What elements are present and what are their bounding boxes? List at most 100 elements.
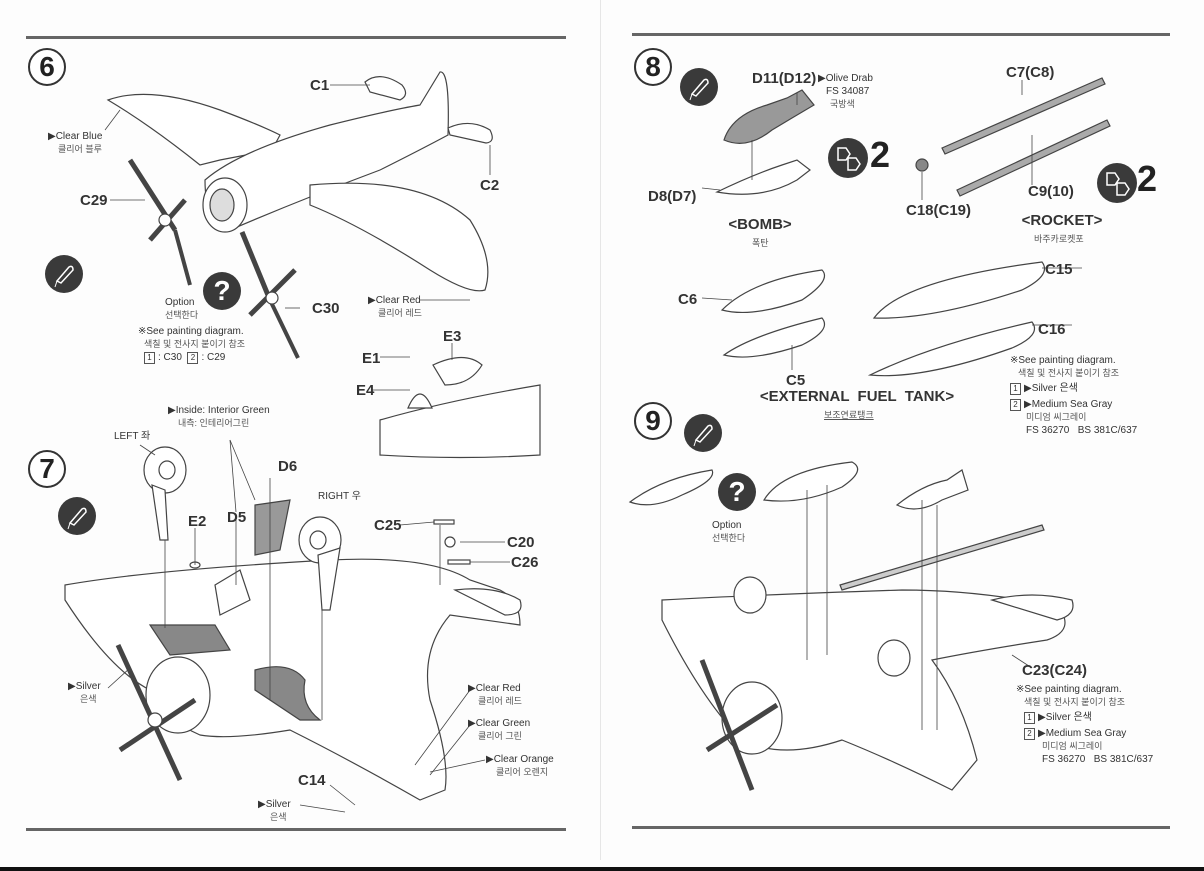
rocket-rail-c7-drawing xyxy=(941,77,1106,155)
part-label-c30: C30 xyxy=(312,300,340,317)
part-label-c1: C1 xyxy=(310,77,330,94)
fuel-tank-c6-drawing xyxy=(720,269,826,314)
part-label-c25: C25 xyxy=(374,517,402,534)
left-page: 6 ? C1 C2 C29 C30 E1 E3 E4 ▶Clear Blue 클… xyxy=(0,0,600,871)
part-label-c26: C26 xyxy=(511,554,539,571)
paint-brush-icon xyxy=(58,497,96,535)
silver-label-kr: 은색 xyxy=(80,694,97,704)
bottom-rule xyxy=(26,828,566,831)
clear-red-label-kr-2: 클리어 레드 xyxy=(478,696,522,706)
propeller-drawing xyxy=(115,643,197,782)
rocket-rail-c9-drawing xyxy=(956,119,1111,197)
option-label-kr: 선택한다 xyxy=(712,533,746,543)
silver-label-kr-2: 은색 xyxy=(270,812,287,822)
lower-wing-drawing xyxy=(309,182,489,292)
option-2-label-kr: 미디엄 씨그레이 xyxy=(1042,741,1103,751)
paint-brush-icon xyxy=(680,68,718,106)
right-page: 8 D11(D12) ▶Olive Drab FS 34087 국방색 D8(D… xyxy=(602,0,1204,871)
step-8-number: 8 xyxy=(634,48,672,86)
rocket-rail-drawing xyxy=(839,524,1045,591)
see-painting-label-kr: 색칠 및 전사지 붙이기 참조 xyxy=(1024,697,1126,707)
part-label-c16: C16 xyxy=(1038,321,1066,338)
upper-wing-drawing xyxy=(106,93,281,166)
part-label-c15: C15 xyxy=(1045,261,1073,278)
airframe-underside-drawing xyxy=(661,589,1066,791)
wheel-drawing xyxy=(733,576,767,614)
option-2-box: 2 xyxy=(1024,728,1035,740)
left-label: LEFT 좌 xyxy=(114,431,151,442)
option-2-fs: FS 36270 BS 381C/637 xyxy=(1042,754,1154,765)
olive-drab-note: ▶Olive Drab FS 34087 국방색 xyxy=(818,72,873,111)
color-option-1: 1▶Silver 은색 xyxy=(1016,711,1153,724)
right-label: RIGHT 우 xyxy=(318,491,361,502)
left-strut-drawing xyxy=(151,484,169,541)
choice-2-box: 2 xyxy=(187,352,199,364)
option-2-label: ▶Medium Sea Gray xyxy=(1024,399,1113,410)
olive-drab-label: ▶Olive Drab xyxy=(818,73,873,84)
silver-label: ▶Silver xyxy=(68,681,101,692)
engine-cowling-drawing xyxy=(145,656,211,734)
bomb-quantity: 2 xyxy=(870,134,891,175)
part-label-e4: E4 xyxy=(356,382,375,399)
option-question-icon: ? xyxy=(718,473,756,511)
part-label-c18-c19: C18(C19) xyxy=(906,202,972,219)
part-label-c7-c8: C7(C8) xyxy=(1006,64,1055,81)
see-painting-label: ※See painting diagram. xyxy=(1016,684,1122,695)
paint-brush-icon xyxy=(684,414,722,452)
clear-red-label: ▶Clear Red xyxy=(368,295,421,306)
d6-door-drawing xyxy=(254,499,291,556)
choice-1-label: : C30 xyxy=(158,352,182,363)
option-choices: 1: C30 2: C29 xyxy=(138,351,245,364)
see-painting-label: ※See painting diagram. xyxy=(1010,355,1116,366)
page-spine xyxy=(600,0,601,860)
silver-note: ▶Silver 은색 xyxy=(68,680,101,706)
step-9-number: 9 xyxy=(634,402,672,440)
olive-drab-kr: 국방색 xyxy=(830,99,855,109)
clear-blue-note: ▶Clear Blue 클리어 블루 xyxy=(48,130,102,156)
e3-canopy-drawing xyxy=(432,356,483,386)
silver-note-2: ▶Silver 은색 xyxy=(258,798,291,824)
option-label: Option xyxy=(165,297,195,308)
wheel-drawing-2 xyxy=(877,639,911,677)
clear-green-label: ▶Clear Green xyxy=(468,718,531,729)
option-label: Option xyxy=(712,520,742,531)
interior-green-note: ▶Inside: Interior Green 내측: 인테리어그린 xyxy=(168,404,270,430)
see-painting-label-kr: 색칠 및 전사지 붙이기 참조 xyxy=(1018,368,1120,378)
fuselage-detail-drawing xyxy=(379,384,541,459)
clear-blue-label: ▶Clear Blue xyxy=(48,131,103,142)
propeller-drawing xyxy=(699,659,779,791)
part-label-c20: C20 xyxy=(507,534,535,551)
see-painting-label-kr: 색칠 및 전사지 붙이기 참조 xyxy=(144,339,246,349)
bomb-heading: <BOMB> xyxy=(728,216,792,233)
fuel-tank-c16-drawing xyxy=(867,321,1036,377)
bomb-drawing xyxy=(895,469,969,510)
clear-red-note-2: ▶Clear Red 클리어 레드 xyxy=(468,682,522,708)
option-2-label: ▶Medium Sea Gray xyxy=(1038,728,1127,739)
color-option-2: 2▶Medium Sea Gray xyxy=(1010,398,1137,411)
rocket-quantity: 2 xyxy=(1137,158,1158,199)
part-label-e3: E3 xyxy=(443,328,462,345)
fuel-tank-heading: <EXTERNAL FUEL TANK> xyxy=(759,388,955,405)
make-two-icon xyxy=(1097,163,1137,203)
step-6-number: 6 xyxy=(28,48,66,86)
option-1-box: 1 xyxy=(1024,712,1035,724)
part-label-e1: E1 xyxy=(362,350,381,367)
scan-edge xyxy=(0,867,1204,871)
interior-green-label: ▶Inside: Interior Green xyxy=(168,405,270,416)
e4-windscreen-drawing xyxy=(407,393,433,409)
step9-option-note: Option 선택한다 xyxy=(712,519,745,545)
tank-half-drawing xyxy=(628,469,714,506)
choice-1-box: 1 xyxy=(144,352,155,364)
c26-drawing xyxy=(447,559,471,565)
step8-painting-note: ※See painting diagram. 색칠 및 전사지 붙이기 참조 1… xyxy=(1010,354,1137,437)
choice-2-label: : C29 xyxy=(201,352,226,363)
see-painting-note: ※See painting diagram. 색칠 및 전사지 붙이기 참조 1… xyxy=(138,325,245,364)
engine-cowling-drawing xyxy=(721,681,783,755)
clear-orange-label-kr: 클리어 오렌지 xyxy=(496,767,549,777)
clear-orange-label: ▶Clear Orange xyxy=(486,754,554,765)
paint-brush-icon xyxy=(45,255,83,293)
c1-tailplane-drawing xyxy=(364,76,407,101)
part-label-e2: E2 xyxy=(188,513,207,530)
part-label-c9-10: C9(10) xyxy=(1028,183,1074,200)
rocket-heading-kr: 바주카로켓포 xyxy=(1034,234,1084,244)
